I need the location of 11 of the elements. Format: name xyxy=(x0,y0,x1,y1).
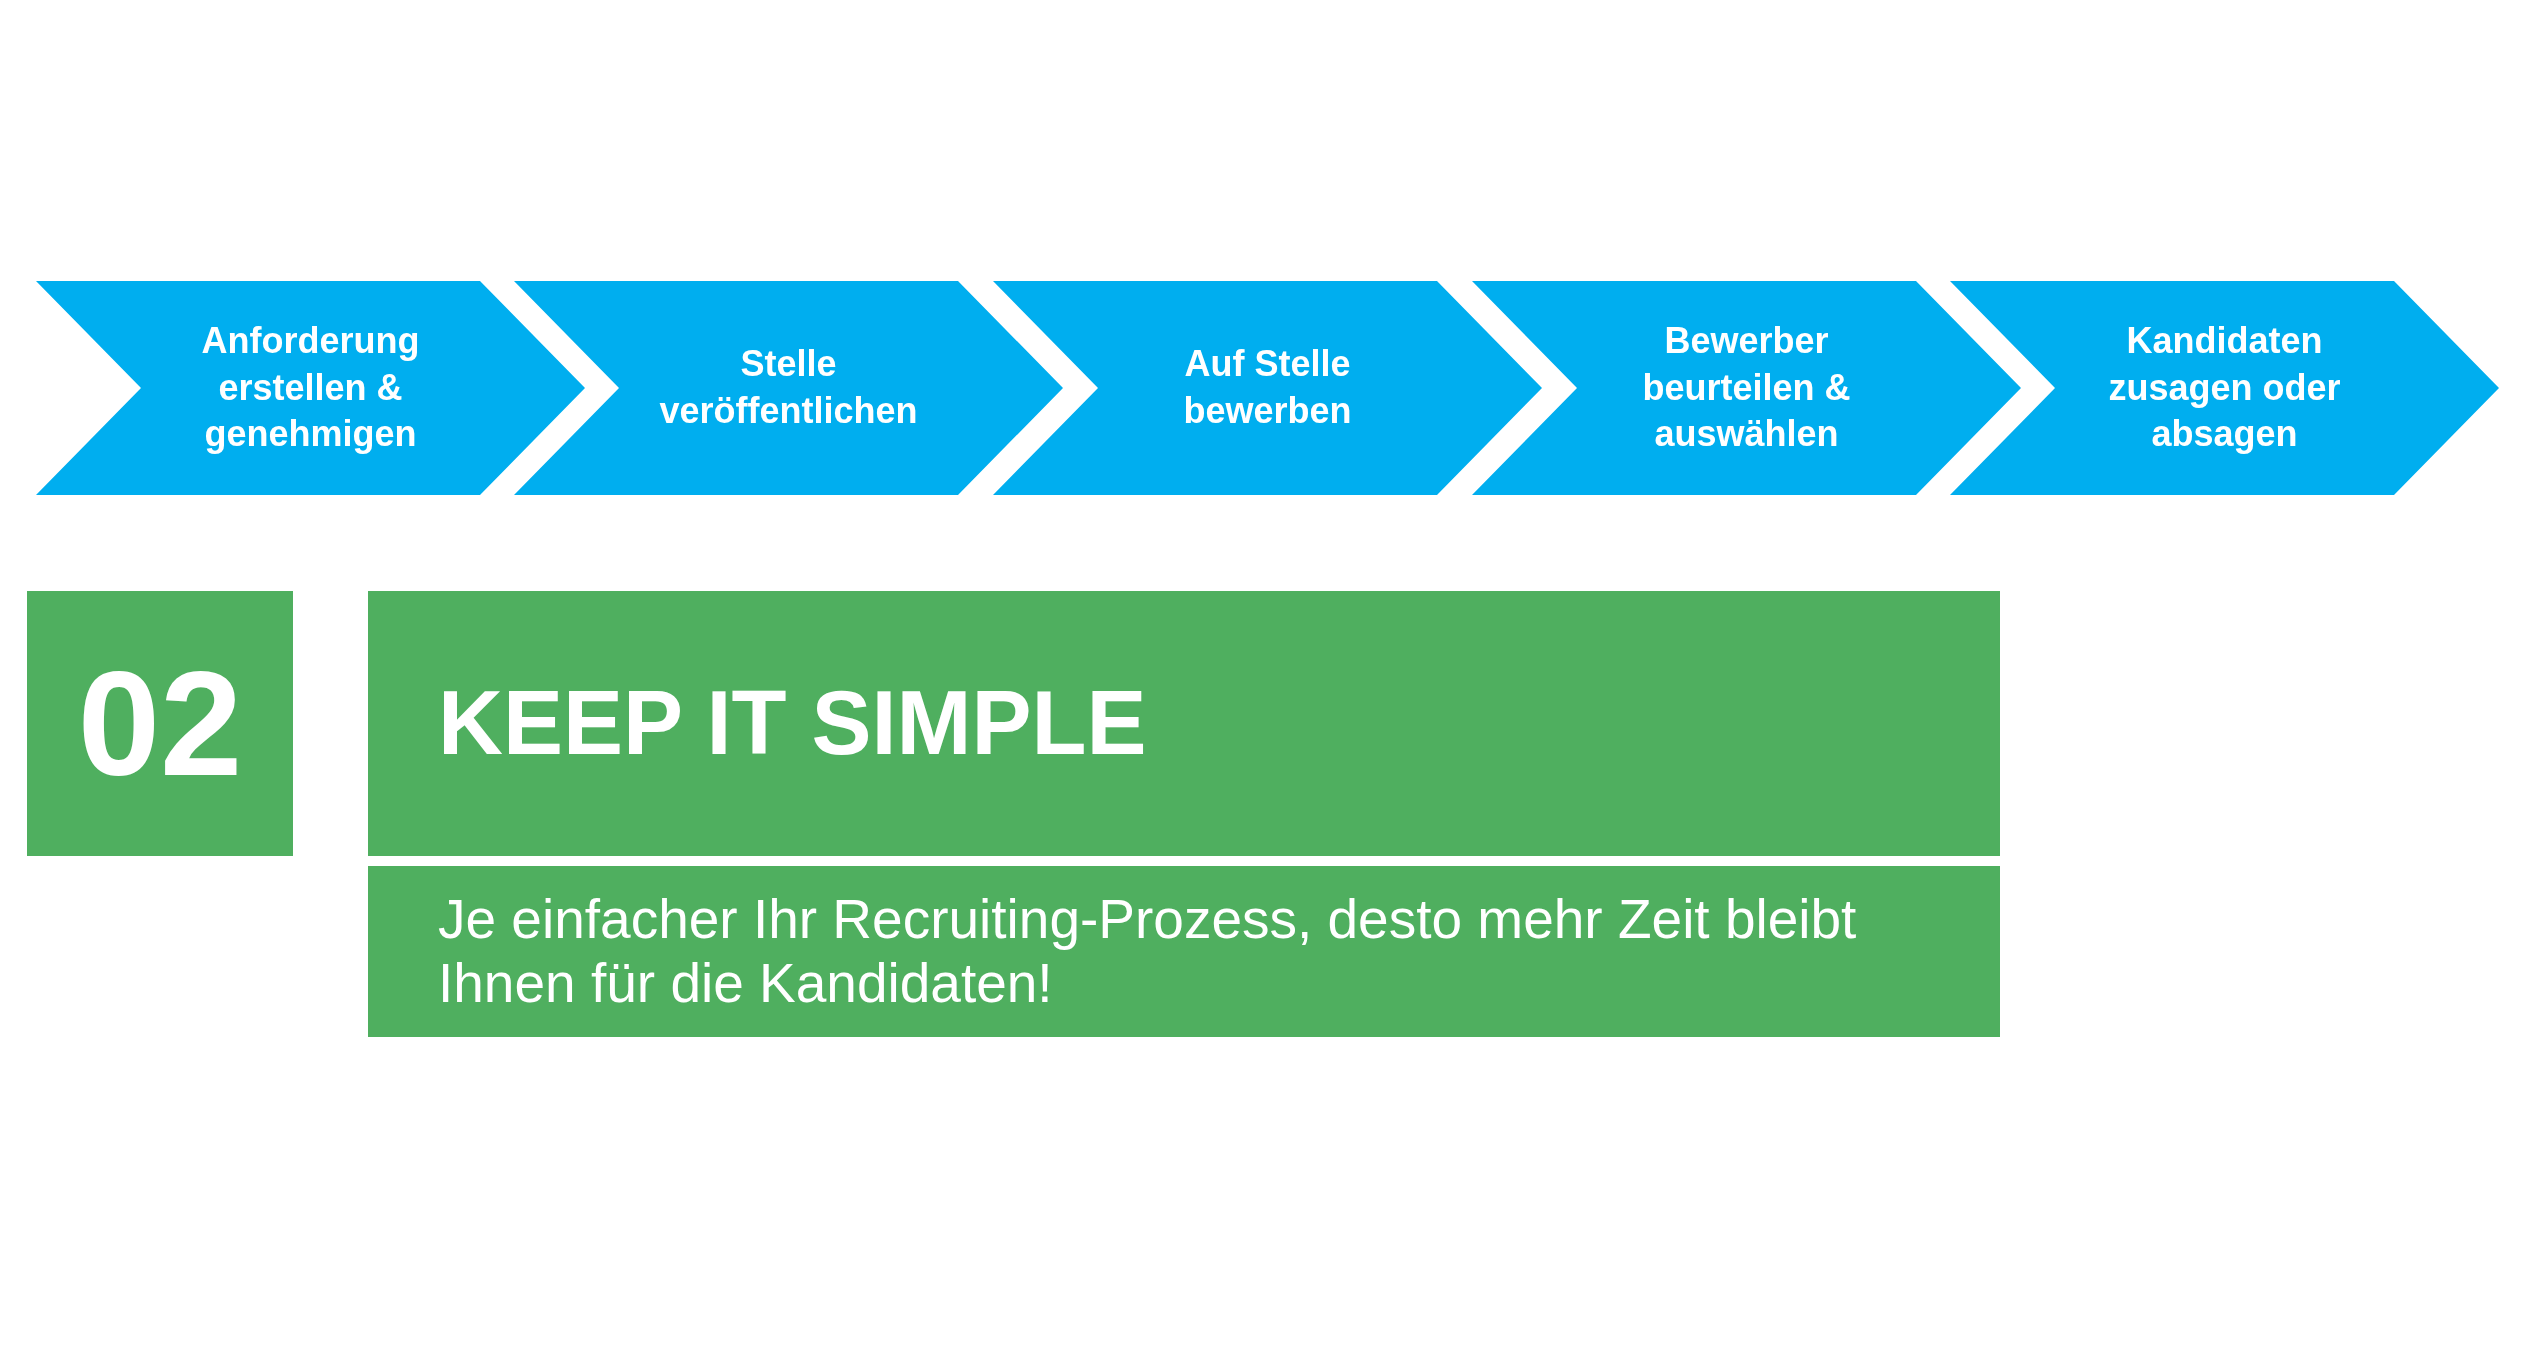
title-text: KEEP IT SIMPLE xyxy=(438,672,1147,775)
step-label: Stelle veröffentlichen xyxy=(658,342,919,433)
step-label: Anforderung erstellen & genehmigen xyxy=(200,318,421,457)
number-box xyxy=(27,591,293,856)
step-label: Kandidaten zusagen oder absagen xyxy=(2107,318,2342,457)
step-number: 02 xyxy=(77,639,243,808)
title-banner xyxy=(368,591,2000,856)
step-label: Auf Stelle bewerben xyxy=(1182,342,1353,433)
text-banner xyxy=(368,866,2000,1037)
step-label: Bewerber beurteilen & auswählen xyxy=(1641,318,1852,457)
body-text: Je einfacher Ihr Recruiting-Prozess, desto mehr Zeit bleibt Ihnen für die Kandidaten! xyxy=(438,888,1858,1015)
